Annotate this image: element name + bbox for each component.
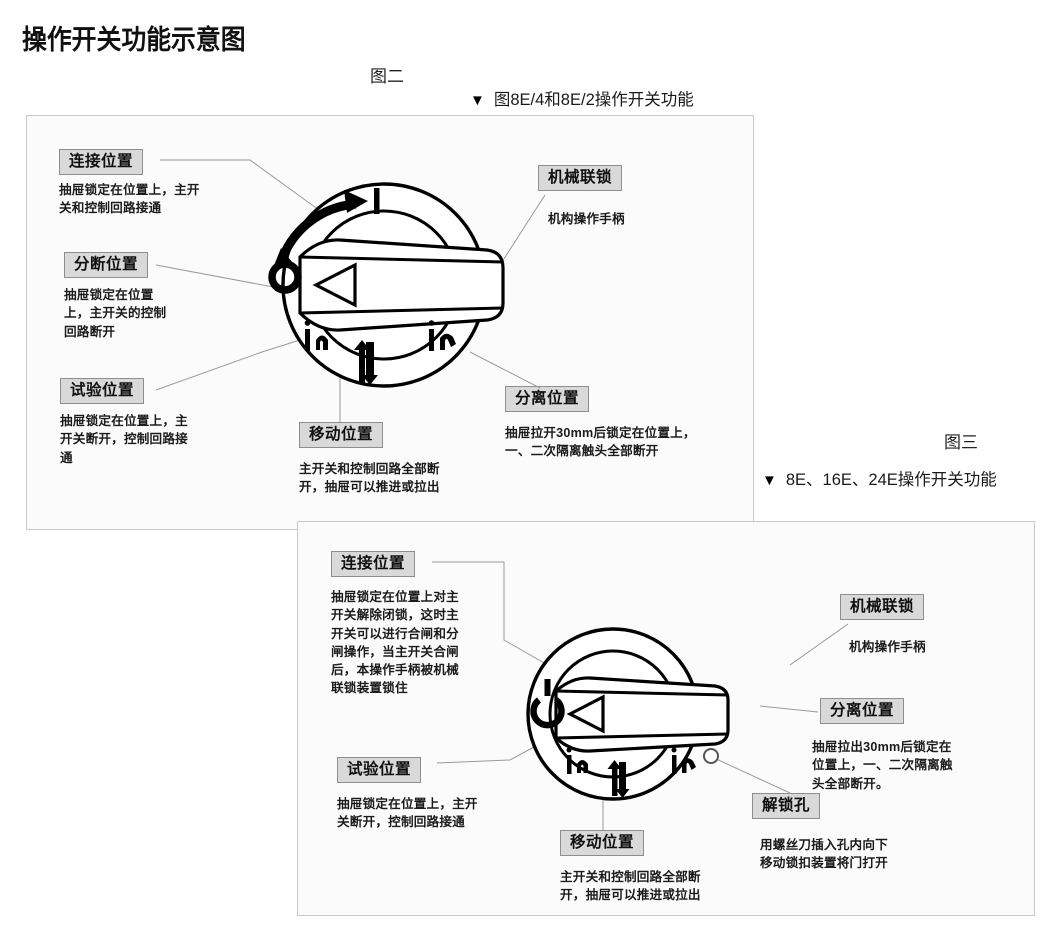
figure-three-test-position-desc: 抽屉锁定在位置上，主开 关断开，控制回路接通 (337, 797, 478, 830)
figure-two-disconnect-position-chip[interactable]: 分断位置 (64, 252, 149, 279)
figure-two-subtitle-marker: ▼ (470, 92, 485, 109)
figure-three-move-position-desc: 主开关和控制回路全部断 开，抽屉可以推进或拉出 (560, 870, 701, 903)
page-title: 操作开关功能示意图 (22, 25, 246, 56)
figure-two-connect-position-desc: 抽屉锁定在位置上，主开 关和控制回路接通 (59, 183, 200, 216)
figure-three-move-position-chip[interactable]: 移动位置 (560, 830, 645, 857)
figure-three-subtitle-marker: ▼ (762, 472, 777, 489)
figure-three-test-position-chip[interactable]: 试验位置 (337, 757, 422, 784)
figure-three-separate-position-desc: 抽屉拉出30mm后锁定在 位置上，一、二次隔离触 头全部断开。 (812, 740, 953, 791)
figure-two-test-position-desc: 抽屉锁定在位置上，主 开关断开，控制回路接 通 (60, 414, 188, 465)
figure-three-connect-position-chip[interactable]: 连接位置 (331, 551, 416, 578)
figure-two-mechanical-interlock-desc: 机构操作手柄 (548, 212, 625, 226)
figure-two-mechanical-interlock-chip[interactable]: 机械联锁 (538, 165, 623, 192)
figure-two-subtitle-text: 图8E/4和8E/2操作开关功能 (493, 91, 694, 109)
figure-two-separate-position-desc: 抽屉拉开30mm后锁定在位置上， 一、二次隔离触头全部断开 (505, 426, 696, 459)
figure-three-separate-position-chip[interactable]: 分离位置 (820, 698, 905, 725)
figure-three-mechanical-interlock-chip[interactable]: 机械联锁 (840, 594, 925, 621)
figure-two-move-position-desc: 主开关和控制回路全部断 开，抽屉可以推进或拉出 (299, 462, 440, 495)
figure-three-unlock-hole-chip[interactable]: 解锁孔 (752, 793, 821, 820)
figure-three-subtitle-row: ▼ 8E、16E、24E操作开关功能 (762, 466, 997, 490)
figure-two-caption: 图二 (370, 67, 404, 86)
figure-three-connect-position-desc: 抽屉锁定在位置上对主 开关解除闭锁，这时主 开关可以进行合闸和分 闸操作，当主开… (331, 590, 459, 696)
figure-two-connect-position-chip[interactable]: 连接位置 (59, 149, 144, 176)
figure-three-unlock-hole-desc: 用螺丝刀插入孔内向下 移动锁扣装置将门打开 (760, 838, 888, 871)
figure-three-caption: 图三 (944, 433, 978, 452)
figure-two-test-position-chip[interactable]: 试验位置 (60, 378, 145, 405)
figure-two-disconnect-position-desc: 抽屉锁定在位置 上，主开关的控制 回路断开 (64, 288, 167, 339)
figure-two-move-position-chip[interactable]: 移动位置 (299, 422, 384, 449)
figure-three-subtitle-text: 8E、16E、24E操作开关功能 (785, 471, 997, 489)
figure-two-separate-position-chip[interactable]: 分离位置 (505, 386, 590, 413)
figure-two-subtitle-row: ▼ 图8E/4和8E/2操作开关功能 (470, 86, 694, 110)
figure-three-mechanical-interlock-desc: 机构操作手柄 (849, 640, 926, 654)
